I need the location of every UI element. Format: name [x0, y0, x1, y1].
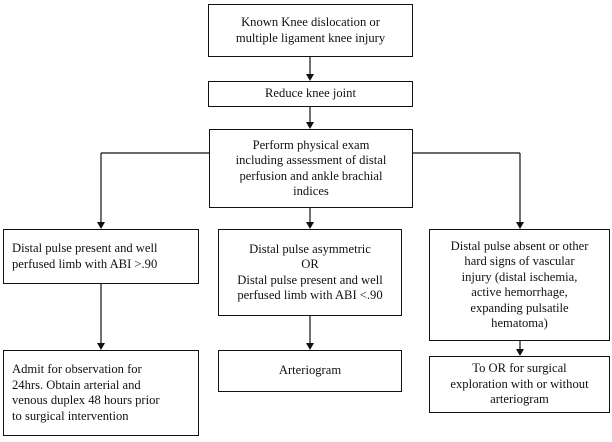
- arrowhead-right-branch: [516, 222, 524, 229]
- arrowhead-exam: [306, 122, 314, 129]
- outcome-left-box: Admit for observation for 24hrs. Obtain …: [3, 350, 199, 436]
- branch-left-box: Distal pulse present and well perfused l…: [3, 229, 199, 284]
- outcome-right-box: To OR for surgical exploration with or w…: [429, 356, 610, 413]
- arrowhead-middle-branch: [306, 222, 314, 229]
- arrowhead-left-branch: [97, 222, 105, 229]
- arrowhead-middle-outcome: [306, 343, 314, 350]
- arrowhead-right-outcome: [516, 349, 524, 356]
- branch-middle-box: Distal pulse asymmetric OR Distal pulse …: [218, 229, 402, 316]
- arrowhead-reduce: [306, 74, 314, 81]
- reduce-box: Reduce knee joint: [208, 81, 413, 107]
- branch-right-box: Distal pulse absent or other hard signs …: [429, 229, 610, 341]
- exam-box: Perform physical exam including assessme…: [209, 129, 413, 208]
- arrowhead-left-outcome: [97, 343, 105, 350]
- outcome-middle-box: Arteriogram: [218, 350, 402, 392]
- start-box: Known Knee dislocation or multiple ligam…: [208, 4, 413, 57]
